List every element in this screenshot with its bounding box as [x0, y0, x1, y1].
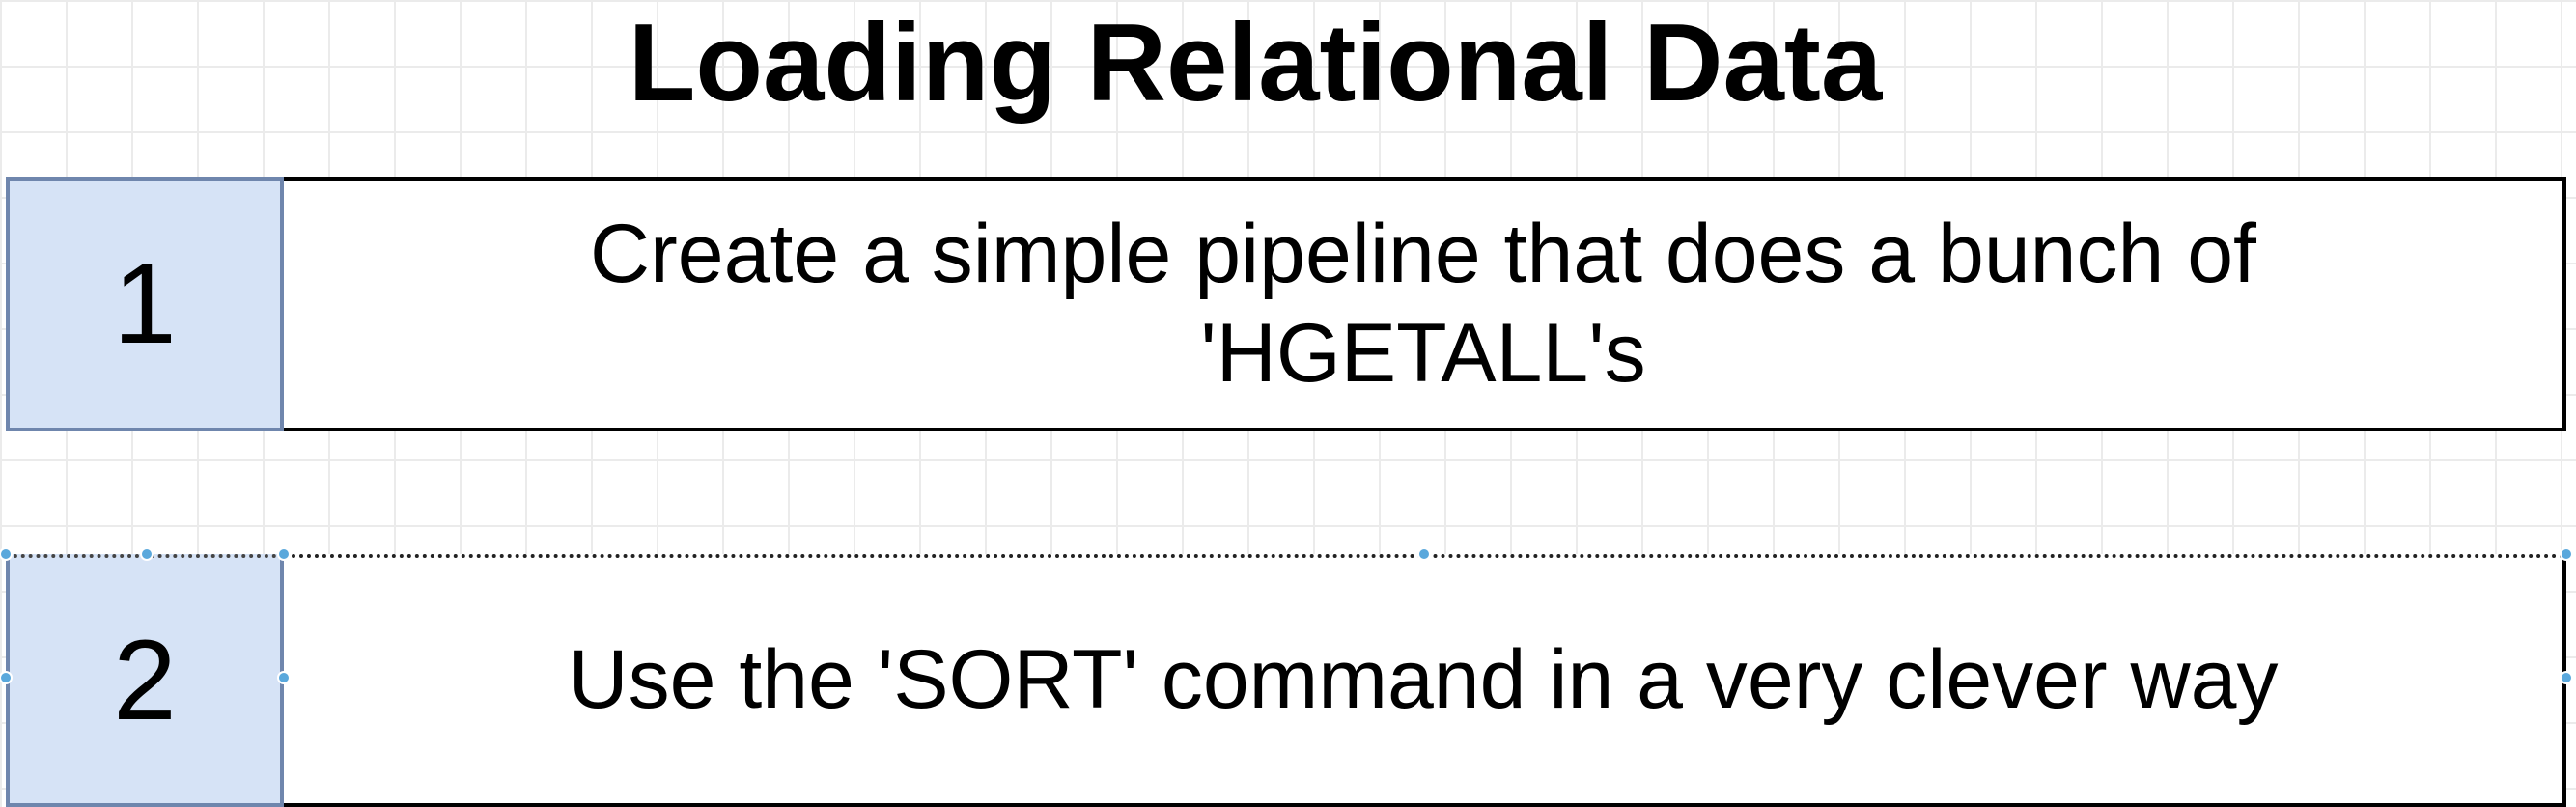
step-text-box-1[interactable]: Create a simple pipeline that does a bun…: [284, 177, 2566, 431]
step-number-box-2[interactable]: 2: [6, 554, 284, 807]
selection-handle-left-mid[interactable]: [0, 671, 13, 684]
step-text-2: Use the 'SORT' command in a very clever …: [568, 633, 2279, 727]
diagram-title: Loading Relational Data: [628, 1, 1883, 125]
selection-handle-top-left[interactable]: [0, 547, 13, 561]
selection-handle-number-right-mid[interactable]: [277, 671, 291, 684]
selection-handle-top-right[interactable]: [2560, 547, 2573, 561]
step-row-2-selected[interactable]: 2 Use the 'SORT' command in a very cleve…: [6, 554, 2566, 807]
step-row-1[interactable]: 1 Create a simple pipeline that does a b…: [6, 177, 2566, 431]
selection-handle-top-number-right[interactable]: [277, 547, 291, 561]
selection-handle-top-center[interactable]: [1417, 547, 1431, 561]
step-text-1: Create a simple pipeline that does a bun…: [590, 207, 2256, 400]
selection-handle-top-number-mid[interactable]: [140, 547, 154, 561]
step-number-box-1[interactable]: 1: [6, 177, 284, 431]
step-number-2: 2: [113, 617, 177, 744]
step-number-1: 1: [113, 240, 177, 368]
selection-handle-right-mid[interactable]: [2560, 671, 2573, 684]
step-text-box-2[interactable]: Use the 'SORT' command in a very clever …: [284, 554, 2566, 807]
